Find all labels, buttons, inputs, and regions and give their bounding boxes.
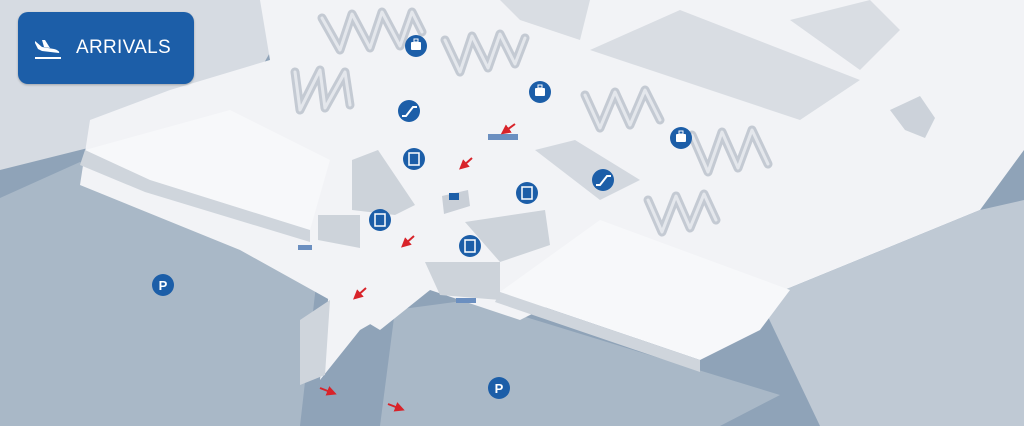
elevator-icon [403,148,425,170]
parking-label: P [159,278,168,293]
red-arrow-icon [401,235,415,248]
parking-marker-right: P [488,377,510,399]
elevator-icon [459,235,481,257]
red-arrow-icon [459,157,473,170]
arrivals-header: ARRIVALS [18,12,194,84]
roof-right-edge [495,292,700,372]
parking-label: P [495,381,504,396]
baggage-claim-icon [529,81,551,103]
roof-left-edge [80,150,310,242]
block-upper-right-2 [790,0,900,70]
block-right-lshape [890,96,935,138]
block-mid-right [535,140,640,200]
page-title: ARRIVALS [76,37,171,58]
red-arrow-icon [353,287,367,300]
red-arrow-icon [319,386,337,396]
building-right [760,200,1024,426]
arrivals-plane-icon [32,35,64,61]
pillar-left [352,150,415,215]
pillar-right [465,210,550,262]
block-upper-right-1 [590,10,860,120]
elevator-icon [369,209,391,231]
parking-lot-right [380,300,780,426]
escalator-icon [592,169,614,191]
baggage-claim-icon [405,35,427,57]
walkway [320,250,430,380]
roof-right [500,220,790,360]
direction-arrows [319,123,516,412]
parking-marker-left: P [152,274,174,296]
block-upper-mid [500,0,590,40]
pillar-small-left [318,215,360,248]
walkway-wall [300,300,330,385]
elevator-icon [516,182,538,204]
baggage-claim-icon [670,127,692,149]
door-left [298,245,312,250]
door-lower [456,298,476,303]
pillar-front [425,262,500,300]
escalator-icon [398,100,420,122]
roof-left [85,110,330,230]
info-desk-icon [442,190,470,214]
red-arrow-icon [387,402,405,412]
red-arrow-icon [500,123,516,135]
door-upper [488,134,518,140]
